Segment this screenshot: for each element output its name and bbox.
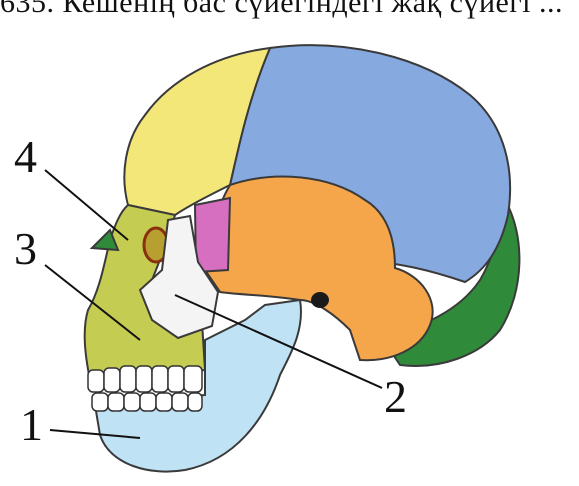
pointer-line-4 — [45, 170, 128, 240]
label-3: 3 — [14, 223, 37, 274]
ear-canal — [311, 292, 329, 308]
label-1: 1 — [20, 399, 43, 450]
sphenoid-bone — [195, 198, 230, 272]
label-2: 2 — [384, 371, 407, 422]
teeth — [88, 366, 202, 411]
label-4: 4 — [14, 131, 37, 182]
